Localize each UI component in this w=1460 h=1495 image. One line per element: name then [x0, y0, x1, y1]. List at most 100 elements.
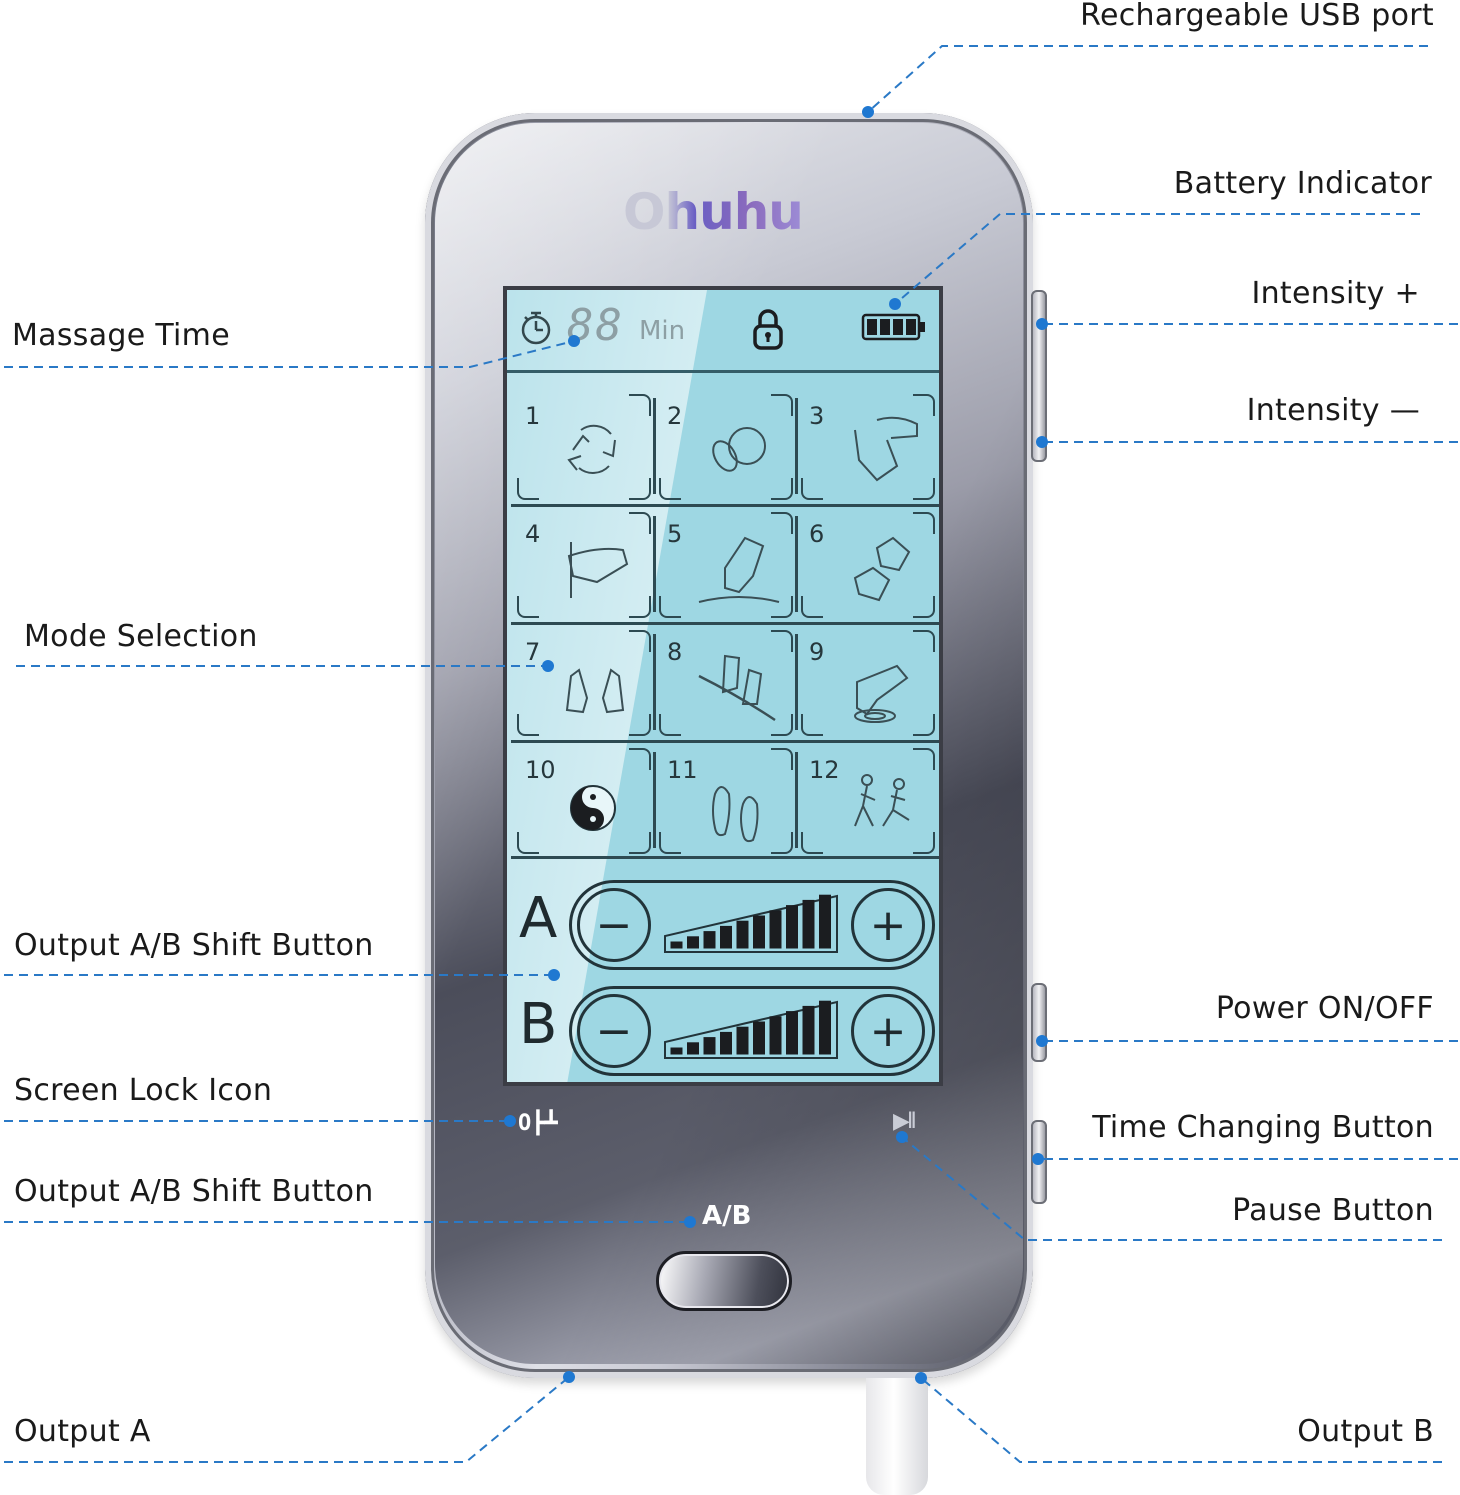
mode-button[interactable]: 6: [797, 508, 939, 626]
grid-divider: [795, 398, 798, 494]
leader-dot: [504, 1115, 516, 1127]
grid-divider: [511, 504, 939, 507]
intensity-bar: [753, 915, 765, 949]
corner-bracket: [659, 832, 681, 854]
battery-icon: [861, 313, 925, 341]
leader-dot: [915, 1372, 927, 1384]
corner-bracket: [771, 478, 793, 500]
pause-play-icon[interactable]: ▶II: [893, 1109, 917, 1134]
screen-lock-key-icon[interactable]: O┣┻: [518, 1111, 558, 1136]
mode-number: 5: [667, 520, 683, 548]
corner-bracket: [771, 596, 793, 618]
corner-bracket: [659, 478, 681, 500]
mode-button[interactable]: 8: [655, 626, 797, 744]
mode-button[interactable]: 10: [513, 744, 655, 862]
mode-button[interactable]: 12: [797, 744, 939, 862]
corner-bracket: [517, 478, 539, 500]
leader-dot: [563, 1371, 575, 1383]
intensity-bar: [769, 910, 782, 949]
leader-dot: [568, 335, 580, 347]
corner-bracket: [913, 630, 935, 652]
recycle-arrows-icon: [567, 424, 616, 474]
label-output-b: Output B: [1297, 1414, 1434, 1449]
ab-shift-button[interactable]: [656, 1251, 792, 1311]
label-power: Power ON/OFF: [1215, 991, 1434, 1026]
mode-number: 11: [667, 756, 698, 784]
channel-a: A − +: [511, 880, 939, 975]
label-massage-time: Massage Time: [12, 318, 230, 353]
channel-capsule: [569, 986, 935, 1076]
label-mode-selection: Mode Selection: [24, 619, 258, 654]
corner-bracket: [659, 596, 681, 618]
battery-bar: [880, 319, 890, 335]
label-output-ab-shift-2: Output A/B Shift Button: [14, 1174, 374, 1209]
mode-button[interactable]: 3: [797, 390, 939, 508]
grid-divider: [511, 622, 939, 625]
mode-button[interactable]: 7: [513, 626, 655, 744]
intensity-bar: [687, 1042, 699, 1055]
padlock-icon: [753, 309, 783, 350]
corner-bracket: [801, 596, 823, 618]
corner-bracket: [629, 512, 651, 534]
open-hands-icon: [565, 668, 625, 714]
grid-divider: [795, 516, 798, 612]
corner-bracket: [517, 596, 539, 618]
intensity-bar: [720, 1031, 732, 1055]
grid-divider: [653, 752, 656, 848]
grid-divider: [795, 634, 798, 730]
channel-a-minus-button[interactable]: −: [577, 888, 651, 962]
battery-bar: [893, 319, 903, 335]
corner-bracket: [771, 512, 793, 534]
leader-dot: [548, 969, 560, 981]
corner-bracket: [801, 714, 823, 736]
intensity-bar: [687, 936, 699, 949]
label-output-a: Output A: [14, 1414, 151, 1449]
mode-button[interactable]: 2: [655, 390, 797, 508]
corner-bracket: [629, 394, 651, 416]
tens-device: Ohuhu 88 Min: [425, 113, 1033, 1378]
mode-number: 12: [809, 756, 840, 784]
label-intensity-minus: Intensity —: [1246, 393, 1420, 428]
intensity-bar: [736, 1026, 749, 1055]
ab-shift-label: A/B: [702, 1201, 752, 1231]
channel-letter: B: [519, 992, 558, 1057]
channel-b-minus-button[interactable]: −: [577, 994, 651, 1068]
mode-button[interactable]: 9: [797, 626, 939, 744]
corner-bracket: [629, 832, 651, 854]
lcd-status-bar: 88 Min: [507, 290, 939, 373]
grid-divider: [653, 634, 656, 730]
intensity-rocker-button[interactable]: [1031, 290, 1047, 462]
mode-number: 1: [525, 402, 541, 430]
channel-a-plus-button[interactable]: +: [851, 888, 925, 962]
cupping-icon: [712, 427, 766, 472]
channel-b: B − +: [511, 986, 939, 1081]
corner-bracket: [629, 748, 651, 770]
intensity-bar: [802, 899, 815, 949]
corner-bracket: [629, 714, 651, 736]
leader-dot: [542, 660, 554, 672]
corner-bracket: [629, 596, 651, 618]
mode-button[interactable]: 4: [513, 508, 655, 626]
brand-logo: Ohuhu: [623, 183, 804, 241]
mode-number: 7: [525, 638, 541, 666]
corner-bracket: [629, 630, 651, 652]
corner-bracket: [629, 478, 651, 500]
mode-button[interactable]: 1: [513, 390, 655, 508]
leader-dot: [1036, 318, 1048, 330]
channel-b-plus-button[interactable]: +: [851, 994, 925, 1068]
intensity-bar: [670, 941, 683, 949]
label-pause: Pause Button: [1232, 1193, 1434, 1228]
mode-number: 2: [667, 402, 683, 430]
corner-bracket: [913, 394, 935, 416]
intensity-bar: [802, 1005, 815, 1055]
corner-bracket: [659, 714, 681, 736]
corner-bracket: [771, 748, 793, 770]
leader-dot: [889, 298, 901, 310]
leader-dot: [1036, 436, 1048, 448]
mode-button[interactable]: 11: [655, 744, 797, 862]
acupressure-hand-icon: [854, 664, 909, 723]
label-usb-port: Rechargeable USB port: [1080, 0, 1434, 33]
kneading-hands-icon: [698, 654, 776, 722]
mode-button[interactable]: 5: [655, 508, 797, 626]
